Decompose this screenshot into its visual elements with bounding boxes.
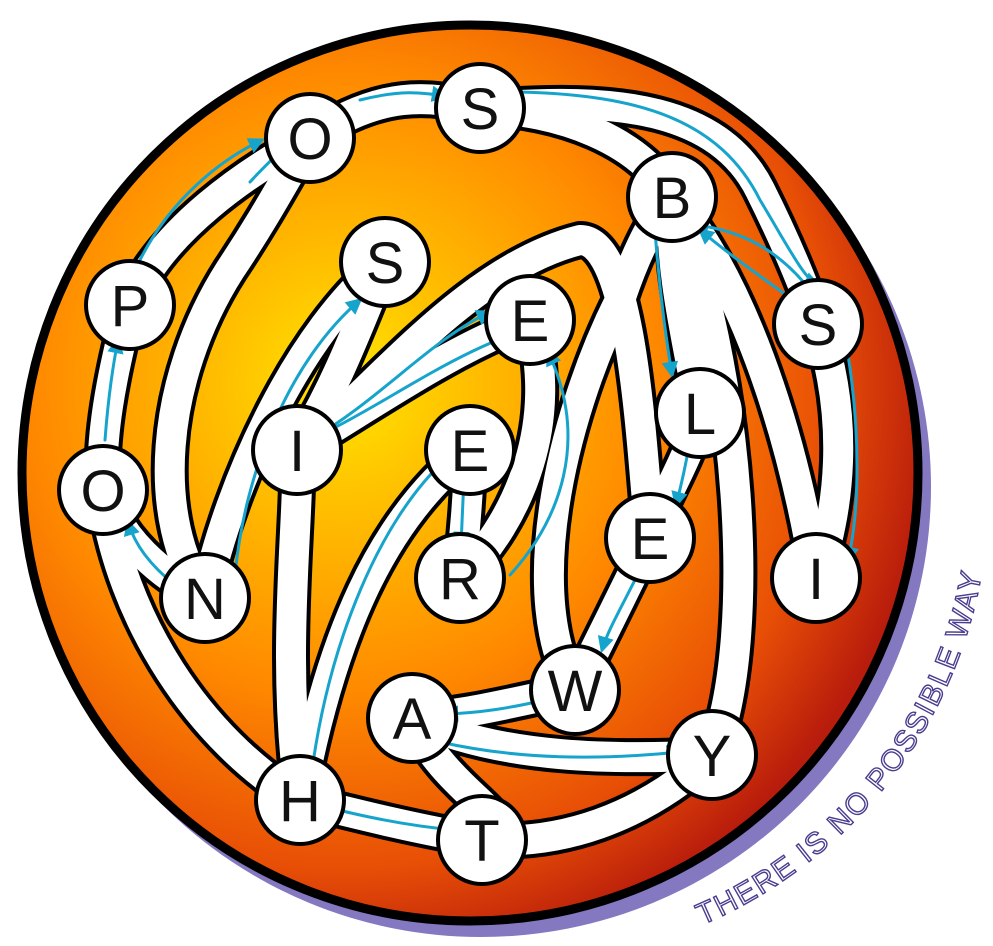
letter-node-label: E [511,289,550,354]
letter-node-p[interactable]: P [84,259,176,351]
letter-node-label: I [289,419,305,484]
letter-node-label: L [684,382,716,447]
letter-node-e3[interactable]: E [604,492,696,584]
letter-node-label: N [184,567,226,632]
letter-node-label: A [393,687,432,752]
letter-node-i1[interactable]: I [251,404,343,496]
letter-node-label: S [799,293,838,358]
letter-node-label: H [279,769,321,834]
letter-node-label: O [287,107,332,172]
letter-node-label: R [439,547,481,612]
letter-node-o1[interactable]: O [264,92,356,184]
letter-node-s3[interactable]: S [339,216,431,308]
letter-node-n[interactable]: N [159,552,251,644]
letter-node-label: B [653,166,692,231]
letter-node-h[interactable]: H [254,754,346,846]
letter-node-label: W [548,659,603,724]
letter-node-i2[interactable]: I [770,532,862,624]
letter-node-label: E [451,419,490,484]
letter-node-label: Y [693,724,732,789]
letter-node-e1[interactable]: E [484,274,576,366]
letter-node-label: S [461,77,500,142]
letter-node-e2[interactable]: E [424,404,516,496]
letter-node-s1[interactable]: S [434,62,526,154]
letter-node-label: T [464,809,499,874]
letter-node-o2[interactable]: O [57,444,149,536]
letter-node-w[interactable]: W [529,644,621,736]
letter-node-l[interactable]: L [654,367,746,459]
letter-node-label: O [80,459,125,524]
letter-node-label: S [366,231,405,296]
letter-node-s2[interactable]: S [772,278,864,370]
letter-node-a[interactable]: A [366,672,458,764]
letter-node-label: P [111,274,150,339]
letter-node-r[interactable]: R [414,532,506,624]
letter-node-label: I [808,547,824,612]
letter-node-y[interactable]: Y [666,709,758,801]
letter-node-b[interactable]: B [626,151,718,243]
letter-node-label: E [631,507,670,572]
letter-node-t[interactable]: T [436,794,528,886]
